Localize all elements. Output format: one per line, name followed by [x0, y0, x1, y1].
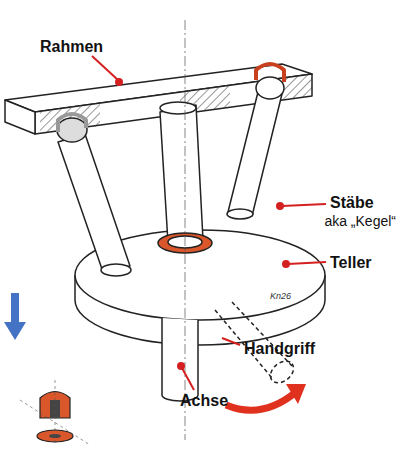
- part-label: Rahmen: [40, 38, 103, 56]
- part-label: Handgriff: [244, 340, 315, 358]
- signature: Kn26: [270, 292, 291, 302]
- alias-note: aka „Kegel“: [324, 214, 396, 229]
- part-label: Teller: [330, 254, 372, 272]
- part-label: Stäbe: [330, 194, 374, 212]
- part-label: Achse: [180, 392, 228, 410]
